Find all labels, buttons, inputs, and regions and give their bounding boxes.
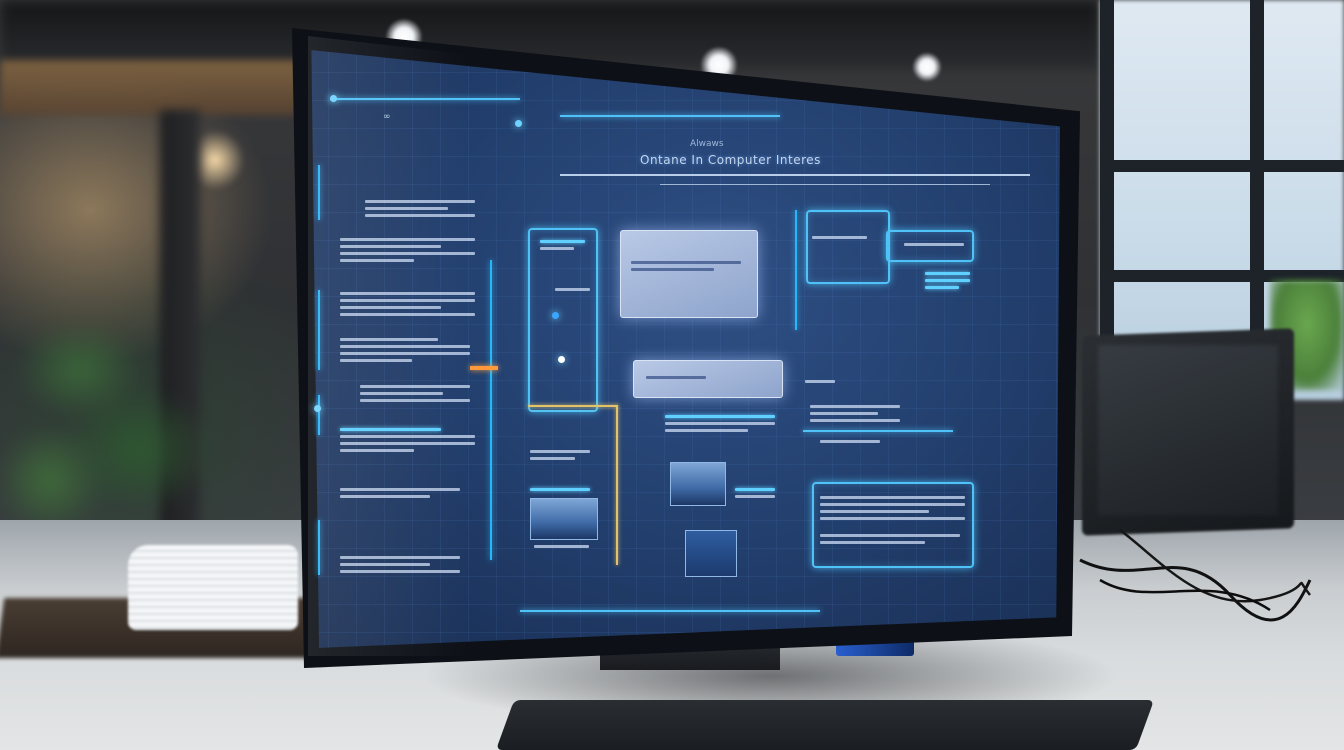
window-frame <box>1100 0 1114 400</box>
text-block <box>365 200 475 221</box>
text-block <box>904 243 964 250</box>
hud-line <box>795 210 797 330</box>
panel-outline <box>806 210 890 284</box>
pendant-light <box>912 52 942 82</box>
text-block <box>555 288 590 295</box>
text-block <box>530 450 590 464</box>
highlight-bar <box>633 360 783 398</box>
hud-line <box>560 174 1030 176</box>
text-block <box>820 534 960 548</box>
paper-stack <box>128 545 298 630</box>
window-frame <box>1100 160 1344 172</box>
hud-line <box>803 430 953 432</box>
image-thumbnail <box>530 498 598 540</box>
hud-line <box>330 98 520 100</box>
panel-outline <box>812 482 974 568</box>
panel-border <box>528 405 618 407</box>
wood-beam <box>0 60 300 115</box>
window-frame <box>1100 270 1344 282</box>
image-thumbnail <box>670 462 726 506</box>
text-block <box>820 496 965 524</box>
text-block <box>360 385 470 406</box>
text-block <box>340 292 475 320</box>
panel-outline <box>886 230 974 262</box>
screen-marker: ∞ <box>383 112 391 122</box>
hud-line <box>318 520 320 575</box>
screen-title: Ontane In Computer Interes <box>640 153 821 167</box>
text-block <box>735 488 775 502</box>
text-block <box>805 380 835 387</box>
text-block <box>820 440 880 447</box>
text-block <box>340 428 475 456</box>
text-block <box>540 240 585 254</box>
cables <box>1079 529 1312 622</box>
hud-line <box>660 184 990 185</box>
orange-marker <box>470 366 498 370</box>
keyboard <box>495 700 1155 750</box>
hud-line <box>318 165 320 220</box>
text-block <box>530 488 590 495</box>
hud-line <box>520 610 820 612</box>
hud-line <box>560 115 780 117</box>
text-block <box>810 405 900 426</box>
highlight-card <box>620 230 758 318</box>
screen-subtitle: Alwaws <box>690 139 724 149</box>
hud-line <box>318 395 320 435</box>
hud-node <box>330 95 337 102</box>
screen-glare <box>308 36 470 656</box>
hud-line <box>318 290 320 370</box>
hud-node <box>515 120 522 127</box>
laptop-screen <box>1098 345 1278 515</box>
text-block <box>340 238 475 266</box>
panel-outline <box>528 228 598 412</box>
text-block <box>534 545 589 552</box>
hud-node <box>552 312 559 319</box>
hud-line <box>490 260 492 560</box>
image-thumbnail <box>685 530 737 577</box>
text-block <box>340 338 470 366</box>
window-frame <box>1250 0 1264 400</box>
text-block <box>812 236 867 243</box>
text-block <box>925 272 970 293</box>
text-block <box>665 415 775 436</box>
plant <box>0 250 230 570</box>
hud-node <box>558 356 565 363</box>
panel-border <box>616 405 618 565</box>
hud-node <box>314 405 321 412</box>
text-block <box>340 556 460 577</box>
text-block <box>340 488 460 502</box>
